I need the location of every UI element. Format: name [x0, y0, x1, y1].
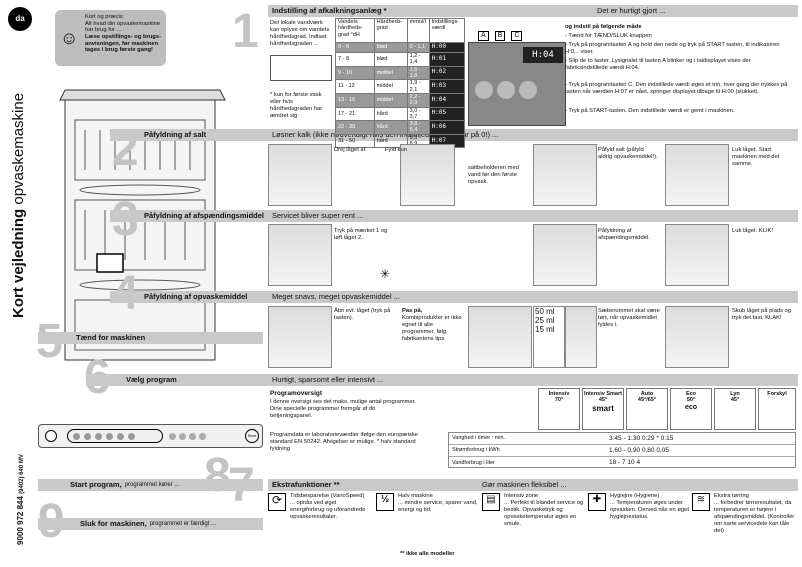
- program-data-table: Varighed i timer : min.3:45 - 1:30 0:29 …: [448, 432, 796, 468]
- extra-dry-icon: ≋: [692, 493, 710, 511]
- water-intro-text: Det lokale vandværk kan oplyse om vandet…: [270, 20, 330, 47]
- detergent-text: Skub låget på plads og tryk det fast. KL…: [732, 308, 791, 321]
- salt-text: Påfyld salt (påfyld aldrig opvaskemiddel…: [598, 147, 658, 160]
- clock-icon: ⟳: [268, 493, 286, 511]
- half-load-icon: ½: [376, 493, 394, 511]
- side-title: Kort vejledning opvaskemaskine: [10, 92, 27, 318]
- display-readout: H:04: [523, 47, 563, 63]
- button-c[interactable]: [519, 81, 537, 99]
- rinse-image-1: [268, 224, 332, 286]
- detergent-image-4: [665, 306, 729, 368]
- program-button[interactable]: [95, 432, 102, 440]
- dishwasher-illustration: [59, 89, 226, 361]
- control-panel: Start: [38, 424, 263, 448]
- side-code: 9000 972 844 (9402) 640 MV: [16, 454, 25, 545]
- salt-text: Luk låget. Start maskinen med det samme.: [732, 147, 780, 167]
- salt-text: saltbeholderen med vand før den første o…: [468, 165, 519, 185]
- detergent-image-2: [468, 306, 532, 368]
- language-badge: da: [8, 7, 32, 31]
- section-header-water: Indstilling af afkalkningsanlæg *Det er …: [268, 5, 798, 17]
- program-button[interactable]: [73, 432, 80, 440]
- water-step: - Tænd for TÆND/SLUK knappen: [565, 33, 652, 39]
- salt-text: Drej låget af.: [334, 147, 367, 153]
- rinse-text: Påfyldning af afspændingsmiddel.: [598, 228, 650, 241]
- water-step: - Slip de to taster. Lysignalet til tast…: [565, 58, 751, 71]
- rinse-image-2: [533, 224, 597, 286]
- water-step: - Tryk på START-tasten. Den indstillede …: [565, 108, 735, 114]
- extra-button[interactable]: [179, 432, 186, 440]
- rinse-text: Tryk på mærket 1 og løft låget 2.: [334, 228, 388, 241]
- program-button[interactable]: [106, 432, 113, 440]
- button-b[interactable]: [497, 81, 515, 99]
- program-button[interactable]: [117, 432, 124, 440]
- duration-row: Varighed i timer : min.3:45 - 1:30 0:29 …: [449, 433, 795, 445]
- section-header-off: Sluk for maskinen,programmet er færdigt …: [38, 518, 263, 530]
- extra-button[interactable]: [169, 432, 176, 440]
- panel-detail: H:04: [468, 42, 566, 126]
- detergent-text: Åbn evt. låget (tryk på tasten).: [334, 308, 391, 321]
- intensive-zone-icon: ▤: [482, 493, 500, 511]
- program-desc-2: Programdata er laboratorieværdier ifølge…: [270, 432, 418, 452]
- water-step: - Tryk på programtasten C. Den indstille…: [565, 82, 788, 95]
- program-desc: I denne oversigt ses det maks. mulige an…: [270, 399, 416, 419]
- detergent-image-1: [268, 306, 332, 368]
- salt-text: Fyld kun: [385, 147, 407, 153]
- step-number: 1: [232, 5, 259, 58]
- sparkle-icon: ✳: [380, 267, 391, 281]
- extra-button[interactable]: [189, 432, 196, 440]
- water-input-box: [270, 55, 332, 81]
- hygiene-icon: ✚: [588, 493, 606, 511]
- program-title: Programoversigt: [270, 390, 323, 397]
- salt-image-1: [268, 144, 332, 206]
- water-step: - Tryk på programtasten A og hold den ne…: [565, 42, 780, 55]
- button-a[interactable]: [475, 81, 493, 99]
- step-number: 8: [204, 449, 231, 502]
- power-button[interactable]: [45, 430, 57, 442]
- program-prerinse: Forskyl: [758, 388, 796, 430]
- start-button[interactable]: Start: [245, 429, 259, 443]
- program-button-row: [67, 429, 163, 443]
- smiley-icon: ☺: [60, 28, 79, 48]
- detergent-image-3: [565, 306, 597, 368]
- program-button[interactable]: [128, 432, 135, 440]
- rinse-text: Luk låget. KLIK!: [732, 228, 773, 234]
- program-button[interactable]: [84, 432, 91, 440]
- extras-footnote: ** ikke alle modeller: [400, 551, 455, 557]
- rinse-image-3: [665, 224, 729, 286]
- salt-image-3: [533, 144, 597, 206]
- extra-button[interactable]: [199, 432, 206, 440]
- section-header-start: Start program,programmet kører ...: [38, 479, 263, 491]
- extra-buttons: [169, 429, 219, 443]
- detergent-text: Sæberummet skal være tørt, når opvaskemi…: [598, 308, 660, 328]
- water-right-title: og indstil på følgende måde: [565, 24, 642, 30]
- section-header-extras: Ekstrafunktioner **Gør maskinen fleksibe…: [268, 479, 798, 491]
- salt-image-4: [665, 144, 729, 206]
- detergent-warning: Pas på, Kombiprodukter er ikke egnet til…: [402, 308, 462, 342]
- water-note: * kun for første vask eller hvis hårdhed…: [270, 92, 323, 119]
- intro-box: ☺ Kort og præcis: Alt hvad din opvaskema…: [55, 10, 166, 66]
- section-header-power-on: Tænd for maskinen: [38, 332, 263, 344]
- button-letters: A B C: [478, 31, 538, 42]
- salt-image-2: [400, 144, 455, 206]
